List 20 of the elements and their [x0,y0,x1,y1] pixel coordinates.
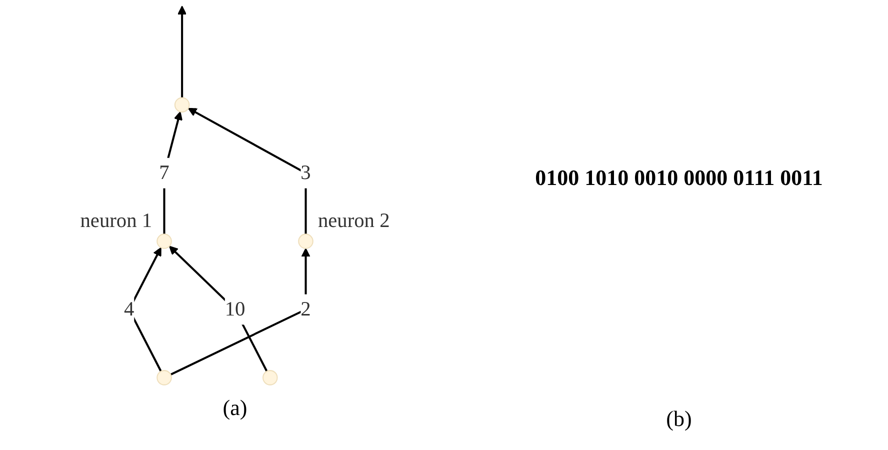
panel-label: (b) [666,406,692,432]
node-circle [156,370,172,386]
edge-label: 10 [224,298,246,321]
neuron-label: neuron 1 [80,210,152,232]
arrow [170,248,310,376]
node-circle [174,97,190,112]
arrow [188,108,307,234]
panel-label: (a) [222,395,248,421]
edge-label: 4 [124,298,134,321]
node-circle [156,234,172,249]
neuron-label: neuron 2 [318,210,390,232]
edge-label: 2 [300,298,311,321]
node-circle [298,234,314,249]
network-diagram: 7 3 4 10 2 neuron 1 neuron 2 [5,0,465,395]
edge-label: 7 [159,162,170,184]
edge-label: 3 [300,162,311,184]
arrow [178,6,187,98]
arrow [168,246,268,372]
binary-code: 0100 1010 0010 0000 0111 0011 [535,165,823,191]
node-circle [262,370,278,386]
